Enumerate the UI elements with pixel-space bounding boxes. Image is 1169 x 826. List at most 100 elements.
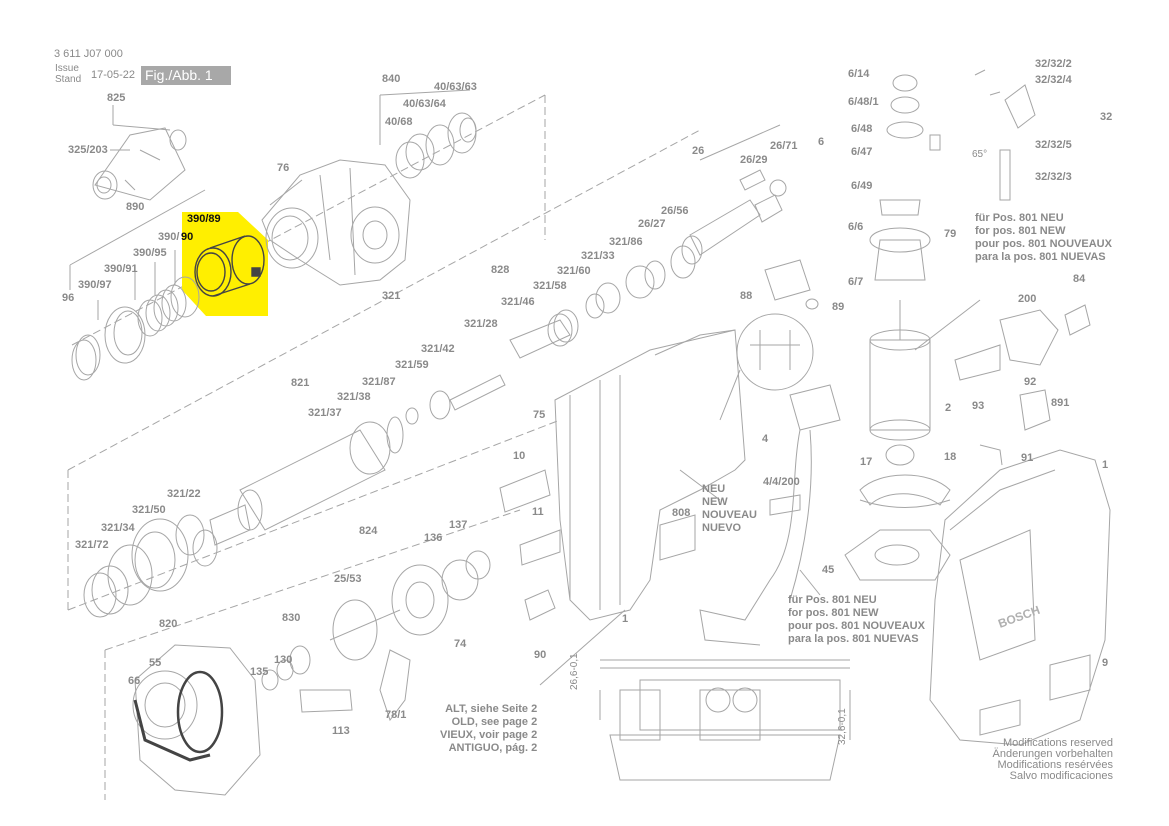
label-4-4-200: 4/4/200 [763,476,800,488]
switch-electronics [700,385,840,645]
label-824: 824 [359,525,378,537]
label-6-48: 6/48 [851,123,873,135]
label-76: 76 [277,162,290,174]
label-84: 84 [1073,273,1086,285]
label-130: 130 [274,654,293,666]
label-390-95: 390/95 [133,247,167,259]
label-26: 26 [692,145,705,157]
label-26-27: 26/27 [638,218,666,230]
label-321-28: 321/28 [464,318,498,330]
label-137: 137 [449,519,468,531]
label-820: 820 [159,618,178,630]
label-808: 808 [672,507,691,519]
figure-tab: Fig./Abb. 1 [141,66,231,85]
label-92: 92 [1024,376,1037,388]
bearing-stack-40-63 [396,113,476,178]
label-90-clip: 90 [534,649,547,661]
label-6-7: 6/7 [848,276,864,288]
label-821: 821 [291,377,310,389]
ring-stack-890 [72,277,199,380]
cross-section-view [600,660,850,780]
label-96: 96 [62,292,75,304]
label-1-rear: 1 [1102,459,1109,471]
label-32: 32 [1100,111,1113,123]
highlighted-sleeve [195,236,264,296]
label-93: 93 [972,400,985,412]
label-6: 6 [818,136,825,148]
label-18: 18 [944,451,957,463]
label-200: 200 [1018,293,1037,305]
label-830: 830 [282,612,301,624]
label-55: 55 [149,657,162,669]
label-325-203: 325/203 [68,144,108,156]
label-1-housing: 1 [622,613,629,625]
label-321-72: 321/72 [75,539,109,551]
label-32-32-3: 32/32/3 [1035,171,1072,183]
label-10: 10 [513,450,526,462]
label-390-slash: 390/ [158,231,180,243]
label-26-29: 26/29 [740,154,768,166]
label-321-86: 321/86 [609,236,643,248]
label-plate-10 [500,470,550,512]
label-78-1: 78/1 [385,709,407,721]
label-45: 45 [822,564,835,576]
label-74: 74 [454,638,467,650]
label-6-14: 6/14 [848,68,870,80]
label-6-49: 6/49 [851,180,873,192]
label-321: 321 [382,290,401,302]
label-66: 66 [128,675,141,687]
label-321-50: 321/50 [132,504,166,516]
label-90: 90 [181,231,194,243]
label-321-22: 321/22 [167,488,201,500]
label-113: 113 [332,725,350,737]
label-17: 17 [860,456,873,468]
label-321-37: 321/37 [308,407,342,419]
label-4: 4 [762,433,769,445]
label-321-60: 321/60 [557,265,591,277]
callout-arrows [540,300,980,685]
label-321-42: 321/42 [421,343,455,355]
label-40-63-63: 40/63/63 [434,81,477,93]
main-housing [555,314,813,620]
label-11: 11 [532,506,544,518]
motor-2 [870,75,940,465]
label-32-32-5: 32/32/5 [1035,139,1072,151]
label-136: 136 [424,532,443,544]
label-390-97: 390/97 [78,279,112,291]
label-89: 89 [832,301,845,313]
clip-90 [525,590,555,620]
label-825: 825 [107,92,126,104]
label-plate-808 [660,515,695,560]
label-321-58: 321/58 [533,280,567,292]
label-91: 91 [1021,452,1034,464]
label-40-68: 40/68 [385,116,413,128]
label-6-6: 6/6 [848,221,864,233]
label-890: 890 [126,201,145,213]
label-840: 840 [382,73,401,85]
dimension-32-6: 32,6-0,1 [837,708,848,745]
label-321-46: 321/46 [501,296,535,308]
issue-date: 17-05-22 [91,69,136,81]
label-79: 79 [944,228,957,240]
label-88: 88 [740,290,753,302]
dimension-26-6: 26,6-0,1 [569,653,580,690]
label-40-63-64: 40/63/64 [403,98,446,110]
gear-assembly-824 [262,551,490,720]
label-9: 9 [1102,657,1109,669]
label-321-38: 321/38 [337,391,371,403]
assembly-axis-lines [68,95,700,800]
label-6-47: 6/47 [851,146,873,158]
piston-26 [671,125,786,278]
label-32-32-4: 32/32/4 [1035,74,1072,86]
rear-housing-9 [930,450,1110,745]
label-321-33: 321/33 [581,250,615,262]
striker-321 [406,261,665,424]
misc-parts-right [765,260,1090,580]
label-plate-11 [520,530,560,565]
label-6-48-1: 6/48/1 [848,96,879,108]
